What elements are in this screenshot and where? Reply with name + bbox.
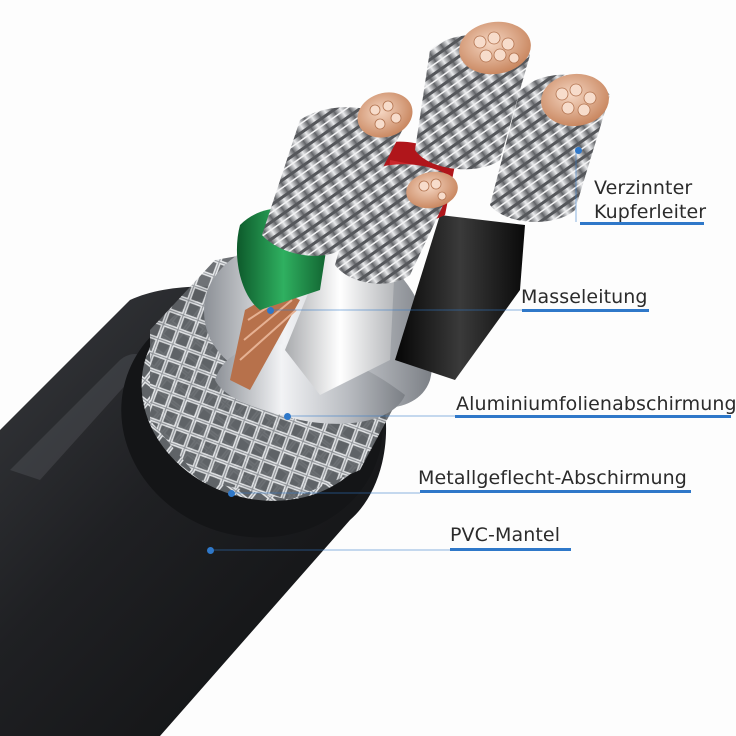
ground-wire [230, 290, 300, 390]
label-foil: Aluminiumfolienabschirmung [456, 393, 736, 415]
underline-jacket [450, 548, 571, 551]
underline-foil [455, 415, 731, 418]
copper-end-right [541, 73, 609, 127]
label-conductor: Verzinnter Kupferleiter [594, 176, 706, 224]
underline-ground [522, 309, 649, 312]
label-conductor-line2: Kupferleiter [594, 201, 707, 223]
label-jacket: PVC-Mantel [450, 524, 561, 546]
conductor-strand-left [262, 107, 405, 256]
label-conductor-line1: Verzinnter [594, 177, 693, 199]
black-wire [395, 215, 525, 380]
callout-dot-braid [228, 490, 235, 497]
label-braid: Metallgeflecht-Abschirmung [418, 467, 687, 489]
callout-dot-ground [267, 307, 274, 314]
callout-dot-conductor [575, 147, 582, 154]
underline-conductor [580, 222, 704, 225]
underline-braid [420, 490, 691, 493]
callout-dot-jacket [207, 547, 214, 554]
callout-dot-foil [284, 413, 291, 420]
label-ground: Masseleitung [521, 286, 648, 308]
copper-end-left [357, 92, 413, 138]
leader-lines [210, 148, 577, 551]
